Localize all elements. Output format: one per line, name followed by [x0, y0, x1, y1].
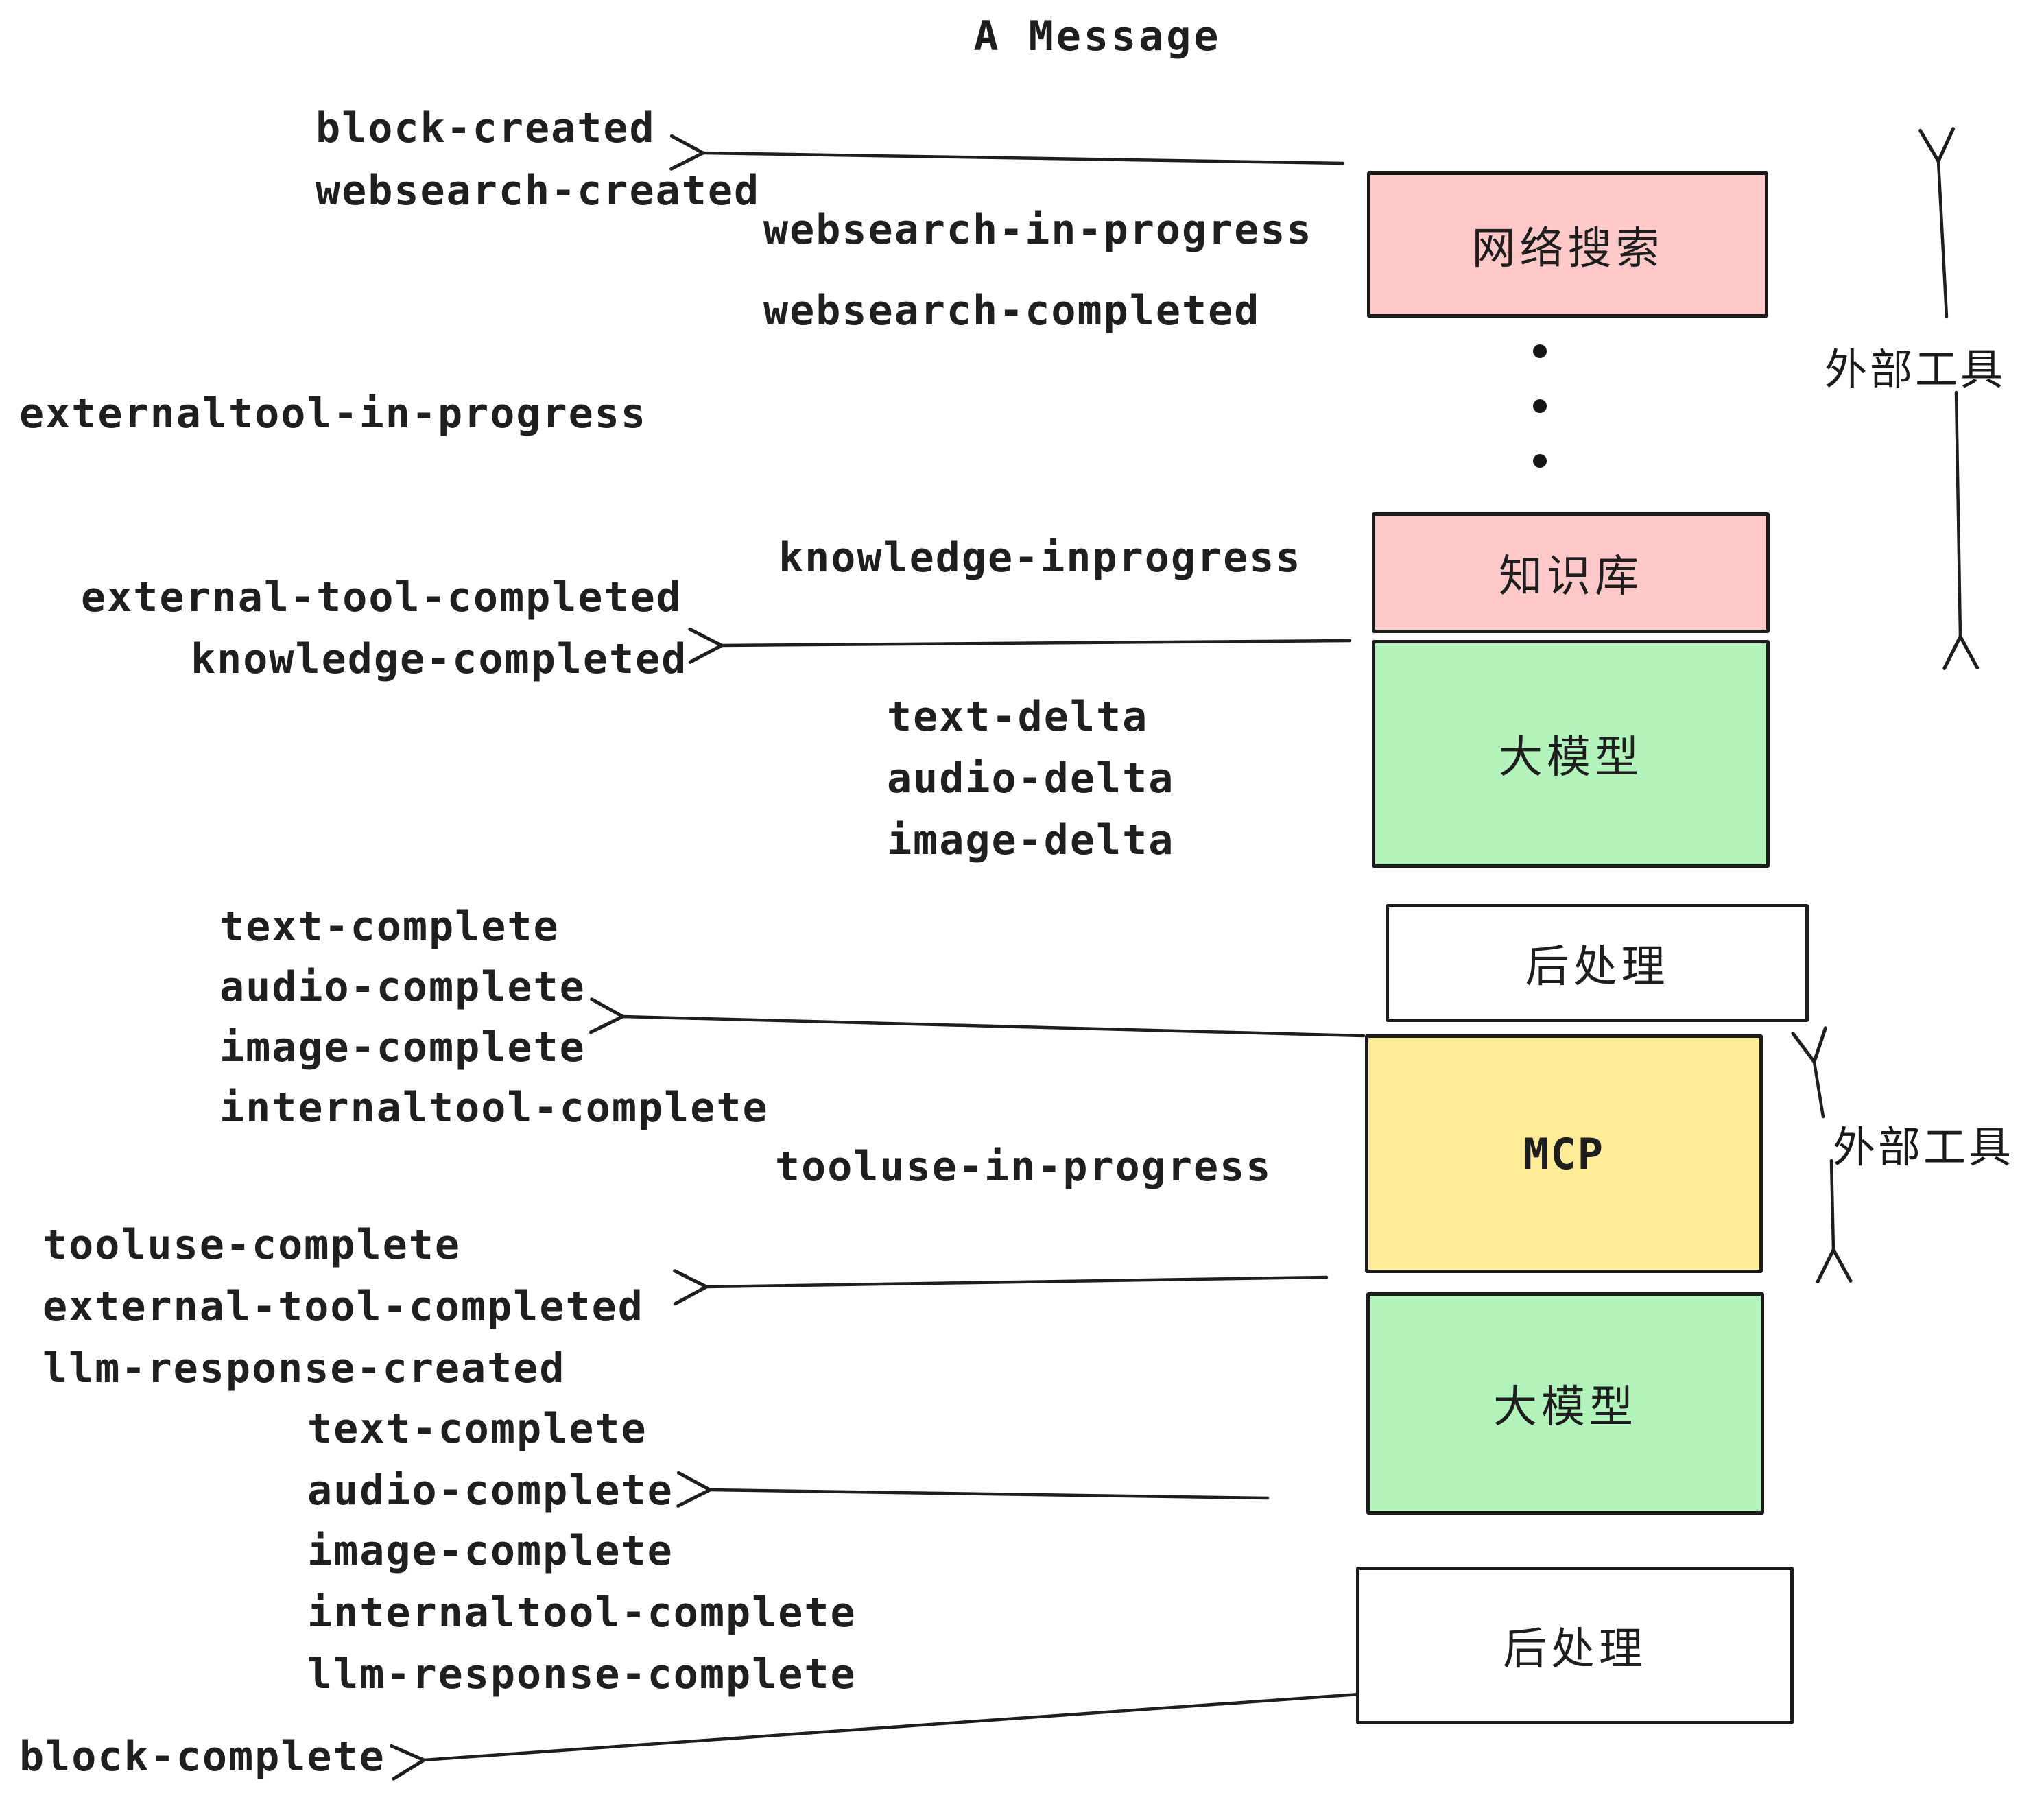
event-label-llm-response-complete: llm-response-complete — [307, 1650, 857, 1698]
event-label-external-tool-completed: external-tool-completed — [43, 1283, 644, 1331]
arrow-to-knowledge-completed — [688, 627, 1352, 664]
event-label-block-complete: block-complete — [19, 1733, 385, 1781]
event-label-internaltool-complete: internaltool-complete — [219, 1084, 769, 1132]
box-postprocess-2-label: 后处理 — [1503, 1624, 1647, 1675]
box-llm-2: 大模型 — [1366, 1292, 1764, 1515]
page-title: A Message — [973, 12, 1222, 60]
box-llm-1-label: 大模型 — [1499, 733, 1643, 783]
external-tools-label-top: 外部工具 — [1825, 344, 2006, 394]
box-postprocess-1-label: 后处理 — [1525, 942, 1669, 993]
event-label-knowledge-inprogress: knowledge-inprogress — [779, 534, 1302, 582]
box-llm-1: 大模型 — [1372, 640, 1770, 868]
external-tools-down-arrow-1 — [1942, 390, 1980, 670]
event-label-llm-response-created: llm-response-created — [43, 1344, 566, 1392]
event-label-image-delta: image-delta — [887, 816, 1175, 864]
event-label-tooluse-complete: tooluse-complete — [43, 1221, 461, 1269]
event-label-audio-complete: audio-complete — [219, 963, 586, 1011]
box-websearch: 网络搜索 — [1367, 171, 1768, 318]
event-label-knowledge-completed: knowledge-completed — [191, 635, 688, 683]
box-mcp-label: MCP — [1523, 1128, 1604, 1179]
box-websearch-label: 网络搜索 — [1471, 223, 1664, 274]
event-label-websearch-created: websearch-created — [316, 167, 761, 215]
external-tools-up-arrow-2 — [1791, 1026, 1827, 1119]
external-tools-label-mid: 外部工具 — [1833, 1122, 2015, 1172]
arrow-to-websearch-created — [669, 134, 1345, 171]
box-mcp: MCP — [1365, 1034, 1763, 1273]
external-tools-down-arrow-2 — [1816, 1159, 1853, 1284]
event-label-audio-complete: audio-complete — [307, 1467, 674, 1515]
box-postprocess-1: 后处理 — [1386, 904, 1809, 1022]
event-label-text-delta: text-delta — [887, 693, 1149, 741]
external-tools-up-arrow-1 — [1918, 127, 1956, 319]
vertical-ellipsis-dot-2 — [1533, 399, 1547, 413]
event-label-internaltool-complete: internaltool-complete — [307, 1589, 857, 1637]
event-label-audio-delta: audio-delta — [887, 755, 1175, 803]
event-label-external-tool-completed: external-tool-completed — [81, 573, 682, 621]
box-knowledge-base-label: 知识库 — [1499, 551, 1643, 602]
box-llm-2-label: 大模型 — [1493, 1382, 1637, 1433]
vertical-ellipsis-dot-1 — [1533, 344, 1547, 358]
event-label-block-created: block-created — [316, 104, 656, 152]
event-label-text-complete: text-complete — [219, 903, 560, 951]
box-postprocess-2: 后处理 — [1356, 1567, 1794, 1724]
box-knowledge-base: 知识库 — [1372, 512, 1770, 633]
arrow-to-block-complete — [389, 1692, 1362, 1781]
vertical-ellipsis-dot-3 — [1533, 454, 1547, 468]
event-label-websearch-completed: websearch-completed — [763, 287, 1261, 335]
event-label-tooluse-in-progress: tooluse-in-progress — [775, 1143, 1272, 1191]
event-label-text-complete: text-complete — [307, 1405, 647, 1453]
event-label-image-complete: image-complete — [307, 1527, 674, 1575]
event-label-image-complete: image-complete — [219, 1023, 586, 1071]
event-label-externaltool-in-progress: externaltool-in-progress — [19, 390, 647, 438]
arrow-to-image-complete — [589, 997, 1366, 1038]
arrow-to-audio-complete — [676, 1471, 1270, 1508]
arrow-to-tooluse-complete — [673, 1269, 1329, 1306]
event-label-websearch-in-progress: websearch-in-progress — [763, 206, 1313, 254]
